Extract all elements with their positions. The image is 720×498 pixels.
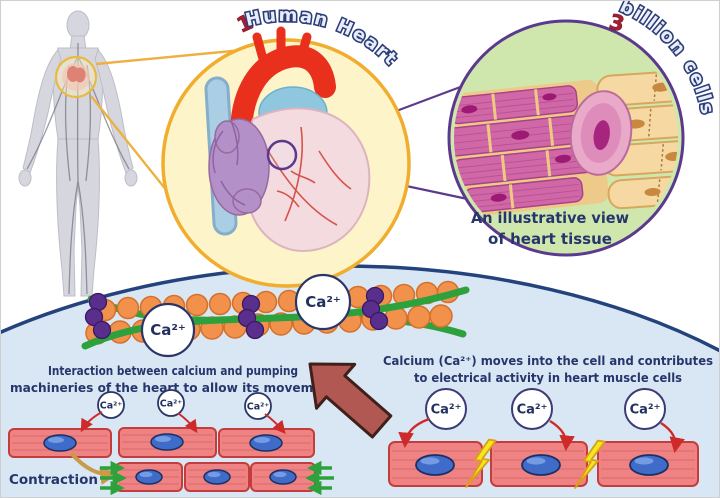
tissue-caption-line1: An illustrative view (471, 209, 629, 227)
svg-text:Ca²⁺: Ca²⁺ (431, 403, 462, 418)
calcium-ion-chain-1: Ca²⁺ (140, 302, 196, 358)
calcium-ion-large: Ca²⁺ Ca²⁺ Ca²⁺ (425, 388, 666, 430)
heart-tissue-illustration: An illustrative view of heart tissue (447, 19, 685, 257)
relaxed-cells-row: Ca²⁺ Ca²⁺ Ca²⁺ (8, 389, 315, 458)
human-body-silhouette (18, 10, 138, 297)
atrium-lobes (212, 120, 246, 206)
cell-nucleus (135, 469, 297, 485)
svg-text:Ca²⁺: Ca²⁺ (160, 399, 183, 410)
calcium-ion-small: Ca²⁺ Ca²⁺ Ca²⁺ (97, 389, 272, 420)
cut-face (569, 90, 633, 176)
cell-nucleus (43, 433, 283, 452)
svg-text:Ca²⁺: Ca²⁺ (305, 293, 341, 311)
actin-filament-chain: Ca²⁺ Ca²⁺ (81, 273, 470, 358)
calcium-entry-arrow (80, 411, 286, 434)
contraction-label: Contraction (9, 472, 98, 488)
right-caption-line2: to electrical activity in heart muscle c… (414, 371, 682, 385)
aorta (230, 26, 336, 146)
left-caption-line2: machineries of the heart to allow its mo… (10, 381, 336, 395)
contraction-force-arrows (100, 460, 334, 496)
electrical-cells-row: Ca²⁺ Ca²⁺ Ca²⁺ (388, 388, 699, 493)
svg-text:Ca²⁺: Ca²⁺ (517, 403, 548, 418)
coronary-arteries (266, 126, 352, 226)
tissue-caption-line2: of heart tissue (488, 230, 612, 248)
svg-text:Ca²⁺: Ca²⁺ (100, 401, 123, 412)
human-heart-illustration (161, 26, 411, 288)
troponin-cluster (84, 286, 389, 340)
svg-text:Ca²⁺: Ca²⁺ (630, 403, 661, 418)
right-caption-line1: Calcium (Ca²⁺) moves into the cell and c… (383, 354, 713, 368)
billion-cells-number: 3 (607, 10, 627, 37)
pink-muscle-bundle (454, 79, 609, 219)
heart-highlight-ring (54, 55, 98, 99)
heart-in-body (67, 66, 86, 83)
contracted-cells-row: Contraction (9, 451, 334, 496)
svg-text:Ca²⁺: Ca²⁺ (150, 321, 186, 339)
calcium-entry-arrow (398, 417, 685, 454)
magnified-region-circle-icon (266, 139, 298, 171)
right-atrium (208, 118, 270, 216)
svg-text:Ca²⁺: Ca²⁺ (247, 402, 270, 413)
left-caption-line1: Interaction between calcium and pumping (48, 364, 298, 378)
big-arrow-icon (308, 362, 393, 439)
cell-nucleus (415, 454, 669, 476)
calcium-ion-chain-2: Ca²⁺ (294, 273, 352, 331)
